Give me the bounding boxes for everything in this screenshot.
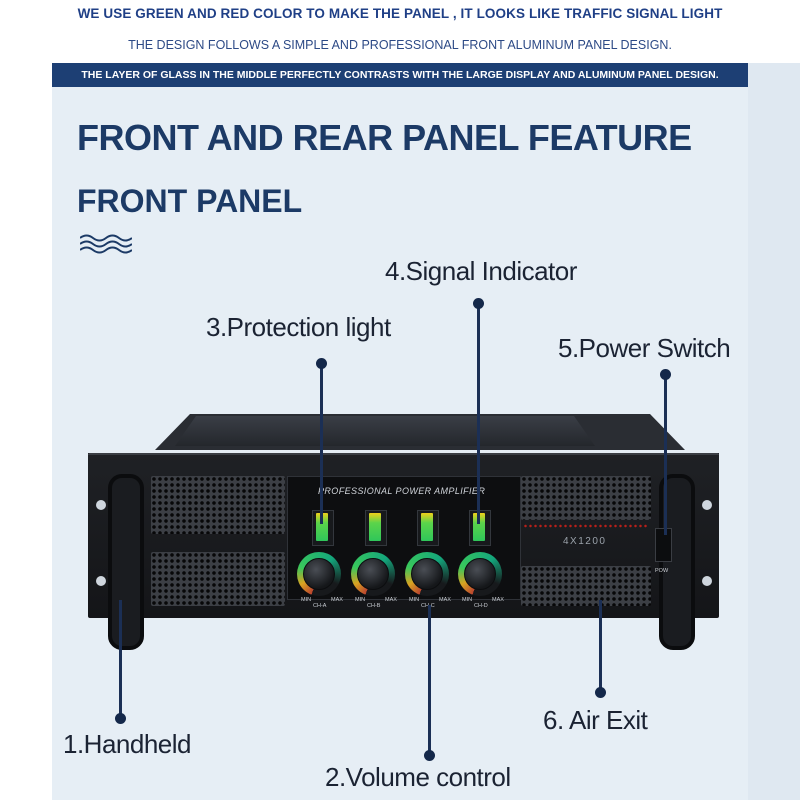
header-band (0, 0, 800, 62)
min-label: MIN (301, 597, 312, 603)
power-callout-dot (660, 369, 671, 380)
waves-icon (80, 234, 132, 254)
vent-grille (521, 476, 651, 520)
handle-left (108, 474, 144, 650)
rack-hole (96, 576, 106, 586)
signal-meter-d (473, 513, 485, 541)
callout-power-switch: 5.Power Switch (558, 333, 731, 363)
power-label: POW (655, 568, 669, 574)
min-label: MIN (462, 597, 473, 603)
callout-air-exit: 6. Air Exit (543, 705, 648, 735)
vent-grille (151, 552, 285, 606)
vent-grille (521, 566, 651, 606)
signal-callout-dot (473, 298, 484, 309)
handle-right (659, 474, 695, 650)
model-number: 4X1200 (563, 536, 607, 547)
max-label: MAX (331, 597, 343, 603)
section-title: FRONT AND REAR PANEL FEATURE (77, 117, 692, 158)
min-label: MIN (355, 597, 366, 603)
max-label: MAX (439, 597, 451, 603)
section-subtitle: FRONT PANEL (77, 183, 303, 219)
signal-meter-b (369, 513, 381, 541)
amplifier-top-surface (175, 416, 595, 446)
rack-hole (96, 500, 106, 510)
channel-label-b: CH-B (367, 603, 381, 609)
vent-grille (151, 476, 285, 534)
volume-callout-dot (424, 750, 435, 761)
callout-handheld: 1.Handheld (63, 729, 192, 759)
headline-design: THE DESIGN FOLLOWS A SIMPLE AND PROFESSI… (128, 38, 672, 52)
headline-traffic-light: WE USE GREEN AND RED COLOR TO MAKE THE P… (77, 6, 723, 21)
volume-knob-cap[interactable] (464, 558, 496, 590)
signal-meter-c (421, 513, 433, 541)
callout-signal-indicator: 4.Signal Indicator (385, 256, 577, 286)
rack-hole (702, 500, 712, 510)
max-label: MAX (385, 597, 397, 603)
rack-hole (702, 576, 712, 586)
channel-label-a: CH-A (313, 603, 327, 609)
volume-callout-line (428, 605, 431, 755)
handheld-callout-line (119, 600, 122, 718)
volume-knob-cap[interactable] (411, 558, 443, 590)
panel-strip (748, 63, 800, 800)
protection-callout-dot (316, 358, 327, 369)
callout-volume-control: 2.Volume control (325, 762, 511, 792)
handheld-callout-dot (115, 713, 126, 724)
protection-callout-line (320, 364, 323, 524)
red-led-strip (523, 524, 649, 528)
max-label: MAX (492, 597, 504, 603)
power-callout-line (664, 375, 667, 535)
volume-knob-cap[interactable] (357, 558, 389, 590)
air-callout-line (599, 600, 602, 692)
power-switch[interactable] (655, 528, 672, 562)
air-callout-dot (595, 687, 606, 698)
channel-label-d: CH-D (474, 603, 488, 609)
signal-callout-line (477, 304, 480, 524)
channel-label-c: CH-C (421, 603, 435, 609)
callout-protection-light: 3.Protection light (206, 312, 391, 342)
min-label: MIN (409, 597, 420, 603)
signal-meter-a (316, 513, 328, 541)
glass-banner: THE LAYER OF GLASS IN THE MIDDLE PERFECT… (52, 63, 748, 87)
amplifier-title: PROFESSIONAL POWER AMPLIFIER (318, 486, 486, 496)
volume-knob-cap[interactable] (303, 558, 335, 590)
